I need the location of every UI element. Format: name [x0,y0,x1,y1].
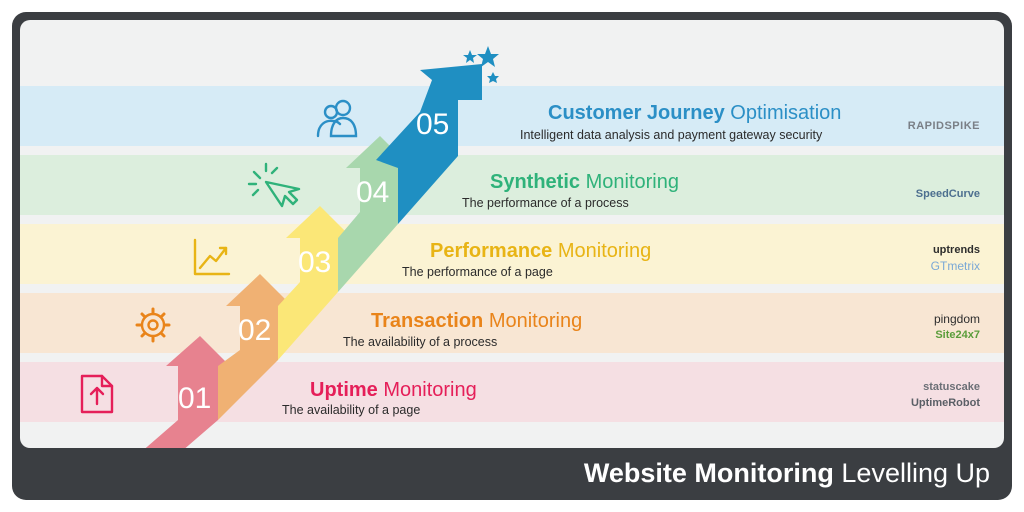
logos-stage-2: pingdom Site24x7 [934,311,980,343]
stage-arrow-3 [278,206,352,360]
stage-number-4: 04 [356,176,389,209]
logos-stage-3: uptrends GTmetrix [931,242,980,274]
logo-statuscake: statuscake [923,381,980,393]
stage-title-rest: Optimisation [724,102,842,124]
stage-band-5 [20,86,1004,146]
footer-title-bold: Website Monitoring [583,458,834,488]
stage-band-1 [20,362,1004,422]
stage-arrow-2 [218,274,292,420]
stage-title-bold: Performance [430,240,553,262]
logo-gtmetrix: GTmetrix [930,259,980,273]
stage-number-5: 05 [416,108,449,141]
logo-uptimerobot: UptimeRobot [910,397,980,409]
stage-title-4: Synthetic Monitoring [490,171,679,194]
stage-number-2: 02 [238,314,271,347]
stage-title-rest: Monitoring [377,379,477,401]
stage-title-bold: Customer Journey [548,102,725,124]
gear-icon [135,307,171,343]
stars-icon [463,46,499,83]
stage-diagram: 01 02 03 04 05 [20,46,1004,448]
stage-title-3: Performance Monitoring [430,240,651,263]
stage-description-4: The performance of a process [462,196,629,210]
upload-file-icon [80,374,114,414]
cursor-click-icon [247,162,301,208]
stage-title-rest: Monitoring [483,310,583,332]
users-icon [316,99,358,138]
logo-rapidspike: RAPIDSPIKE [907,120,980,132]
stage-title-bold: Uptime [310,379,378,401]
footer-title: Website Monitoring Levelling Up [584,451,990,495]
stage-arrow-1 [145,336,230,448]
stage-title-2: Transaction Monitoring [371,310,582,333]
stage-description-2: The availability of a process [343,335,498,349]
stage-arrow-4 [338,136,412,292]
stage-number-1: 01 [178,382,211,415]
logos-stage-1: statuscake UptimeRobot [911,379,980,411]
stage-title-1: Uptime Monitoring [310,379,477,402]
stage-band-4 [20,155,1004,215]
stage-title-bold: Transaction [371,310,484,332]
infographic-frame: 01 02 03 04 05 [12,12,1012,500]
logo-site24x7: Site24x7 [935,329,980,341]
stage-title-bold: Synthetic [490,171,581,193]
stage-title-rest: Monitoring [552,240,652,262]
stage-description-3: The performance of a page [402,265,553,279]
logo-speedcurve: SpeedCurve [915,188,980,200]
stage-description-5: Intelligent data analysis and payment ga… [520,128,823,142]
line-chart-icon [193,238,231,276]
stage-band-2 [20,293,1004,353]
stage-arrow-5 [376,64,482,224]
logos-stage-4: SpeedCurve [916,186,980,202]
footer-title-rest: Levelling Up [841,458,990,488]
logo-pingdom: pingdom [933,312,980,326]
stage-description-1: The availability of a page [282,403,421,417]
stage-number-3: 03 [298,246,331,279]
logos-stage-5: RAPIDSPIKE [908,118,980,134]
stage-title-rest: Monitoring [580,171,679,193]
logo-uptrends: uptrends [932,244,980,256]
infographic-panel: 01 02 03 04 05 [20,20,1004,448]
stage-title-5: Customer Journey Optimisation [548,102,841,125]
stage-band-3 [20,224,1004,284]
